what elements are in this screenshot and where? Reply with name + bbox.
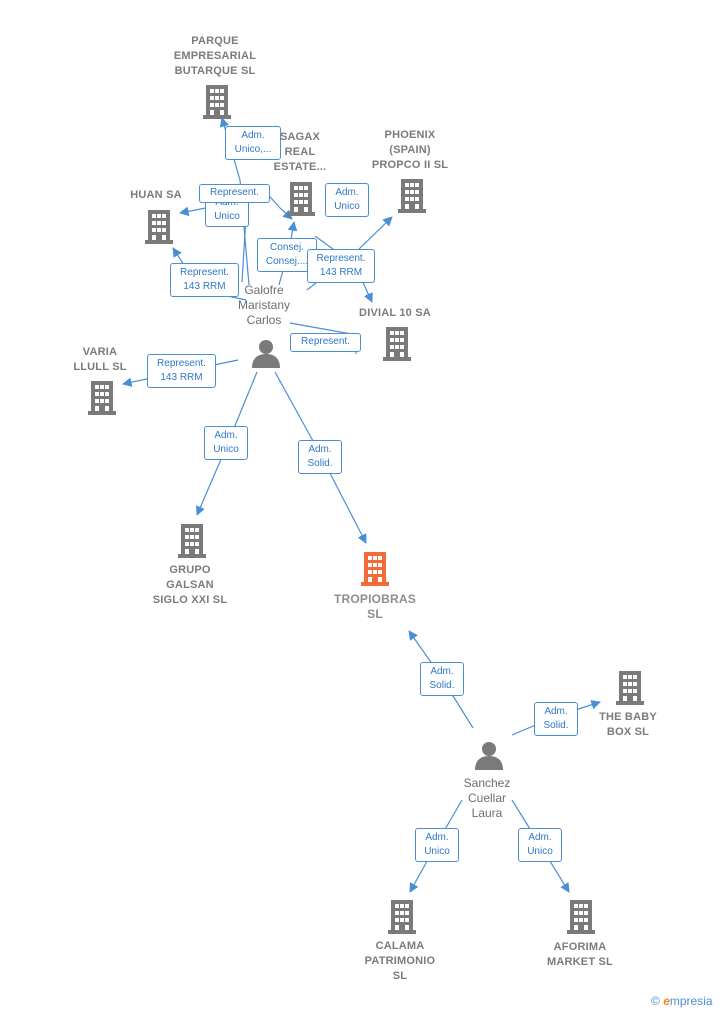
company-label-huan[interactable]: HUAN SA [130,189,182,201]
relation-badge[interactable]: Represent. 143 RRM [307,249,375,283]
relation-badge[interactable]: Adm. Unico [325,183,369,217]
building-icon[interactable] [388,900,416,934]
person-icon[interactable] [252,340,280,368]
brand-watermark: © empresia [651,994,713,1008]
building-icon[interactable] [145,210,173,244]
company-label-varia[interactable]: VARIA LLULL SL [73,346,127,373]
building-icon[interactable] [203,85,231,119]
relation-edges [122,117,601,893]
relation-badge[interactable]: Represent. 143 RRM [170,263,239,297]
person-label-sanchez[interactable]: Sanchez Cuellar Laura [463,776,511,820]
building-icon[interactable] [383,327,411,361]
person-icon[interactable] [475,742,503,770]
building-icon[interactable] [616,671,644,705]
company-label-sagax[interactable]: SAGAX REAL ESTATE... [273,131,327,173]
copyright-icon: © [651,994,660,1008]
company-label-aforima[interactable]: AFORIMA MARKET SL [547,941,613,968]
relation-badge[interactable]: Adm. Unico [415,828,459,862]
company-label-tropiobras[interactable]: TROPIOBRAS SL [333,592,416,621]
brand-name: mpresia [669,994,713,1008]
building-icon[interactable] [567,900,595,934]
relation-badge[interactable]: Represent. 143 RRM [147,354,216,388]
relation-badge[interactable]: Adm. Solid. [298,440,342,474]
relation-badge[interactable]: Represent. [290,333,361,352]
company-label-phoenix[interactable]: PHOENIX (SPAIN) PROPCO II SL [371,129,449,171]
company-label-parque[interactable]: PARQUE EMPRESARIAL BUTARQUE SL [173,35,257,77]
focus-building-icon[interactable] [361,552,389,586]
relation-badge[interactable]: Represent. [199,184,270,203]
building-icon[interactable] [398,179,426,213]
relation-badge[interactable]: Adm. Unico [518,828,562,862]
relation-badge[interactable]: Adm. Solid. [420,662,464,696]
building-icon[interactable] [287,182,315,216]
relation-badge[interactable]: Adm. Unico,... [225,126,281,160]
person-label-galofre[interactable]: Galofre Maristany Carlos [237,283,290,327]
company-label-babybox[interactable]: THE BABY BOX SL [599,711,657,738]
company-label-calama[interactable]: CALAMA PATRIMONIO SL [364,940,436,982]
relation-badge[interactable]: Adm. Solid. [534,702,578,736]
building-icon[interactable] [178,524,206,558]
company-label-galsan[interactable]: GRUPO GALSAN SIGLO XXI SL [152,564,228,606]
relation-badge[interactable]: Adm. Unico [204,426,248,460]
building-icon[interactable] [88,381,116,415]
brand-initial: e [663,994,670,1008]
company-label-divial[interactable]: DIVIAL 10 SA [359,307,431,319]
